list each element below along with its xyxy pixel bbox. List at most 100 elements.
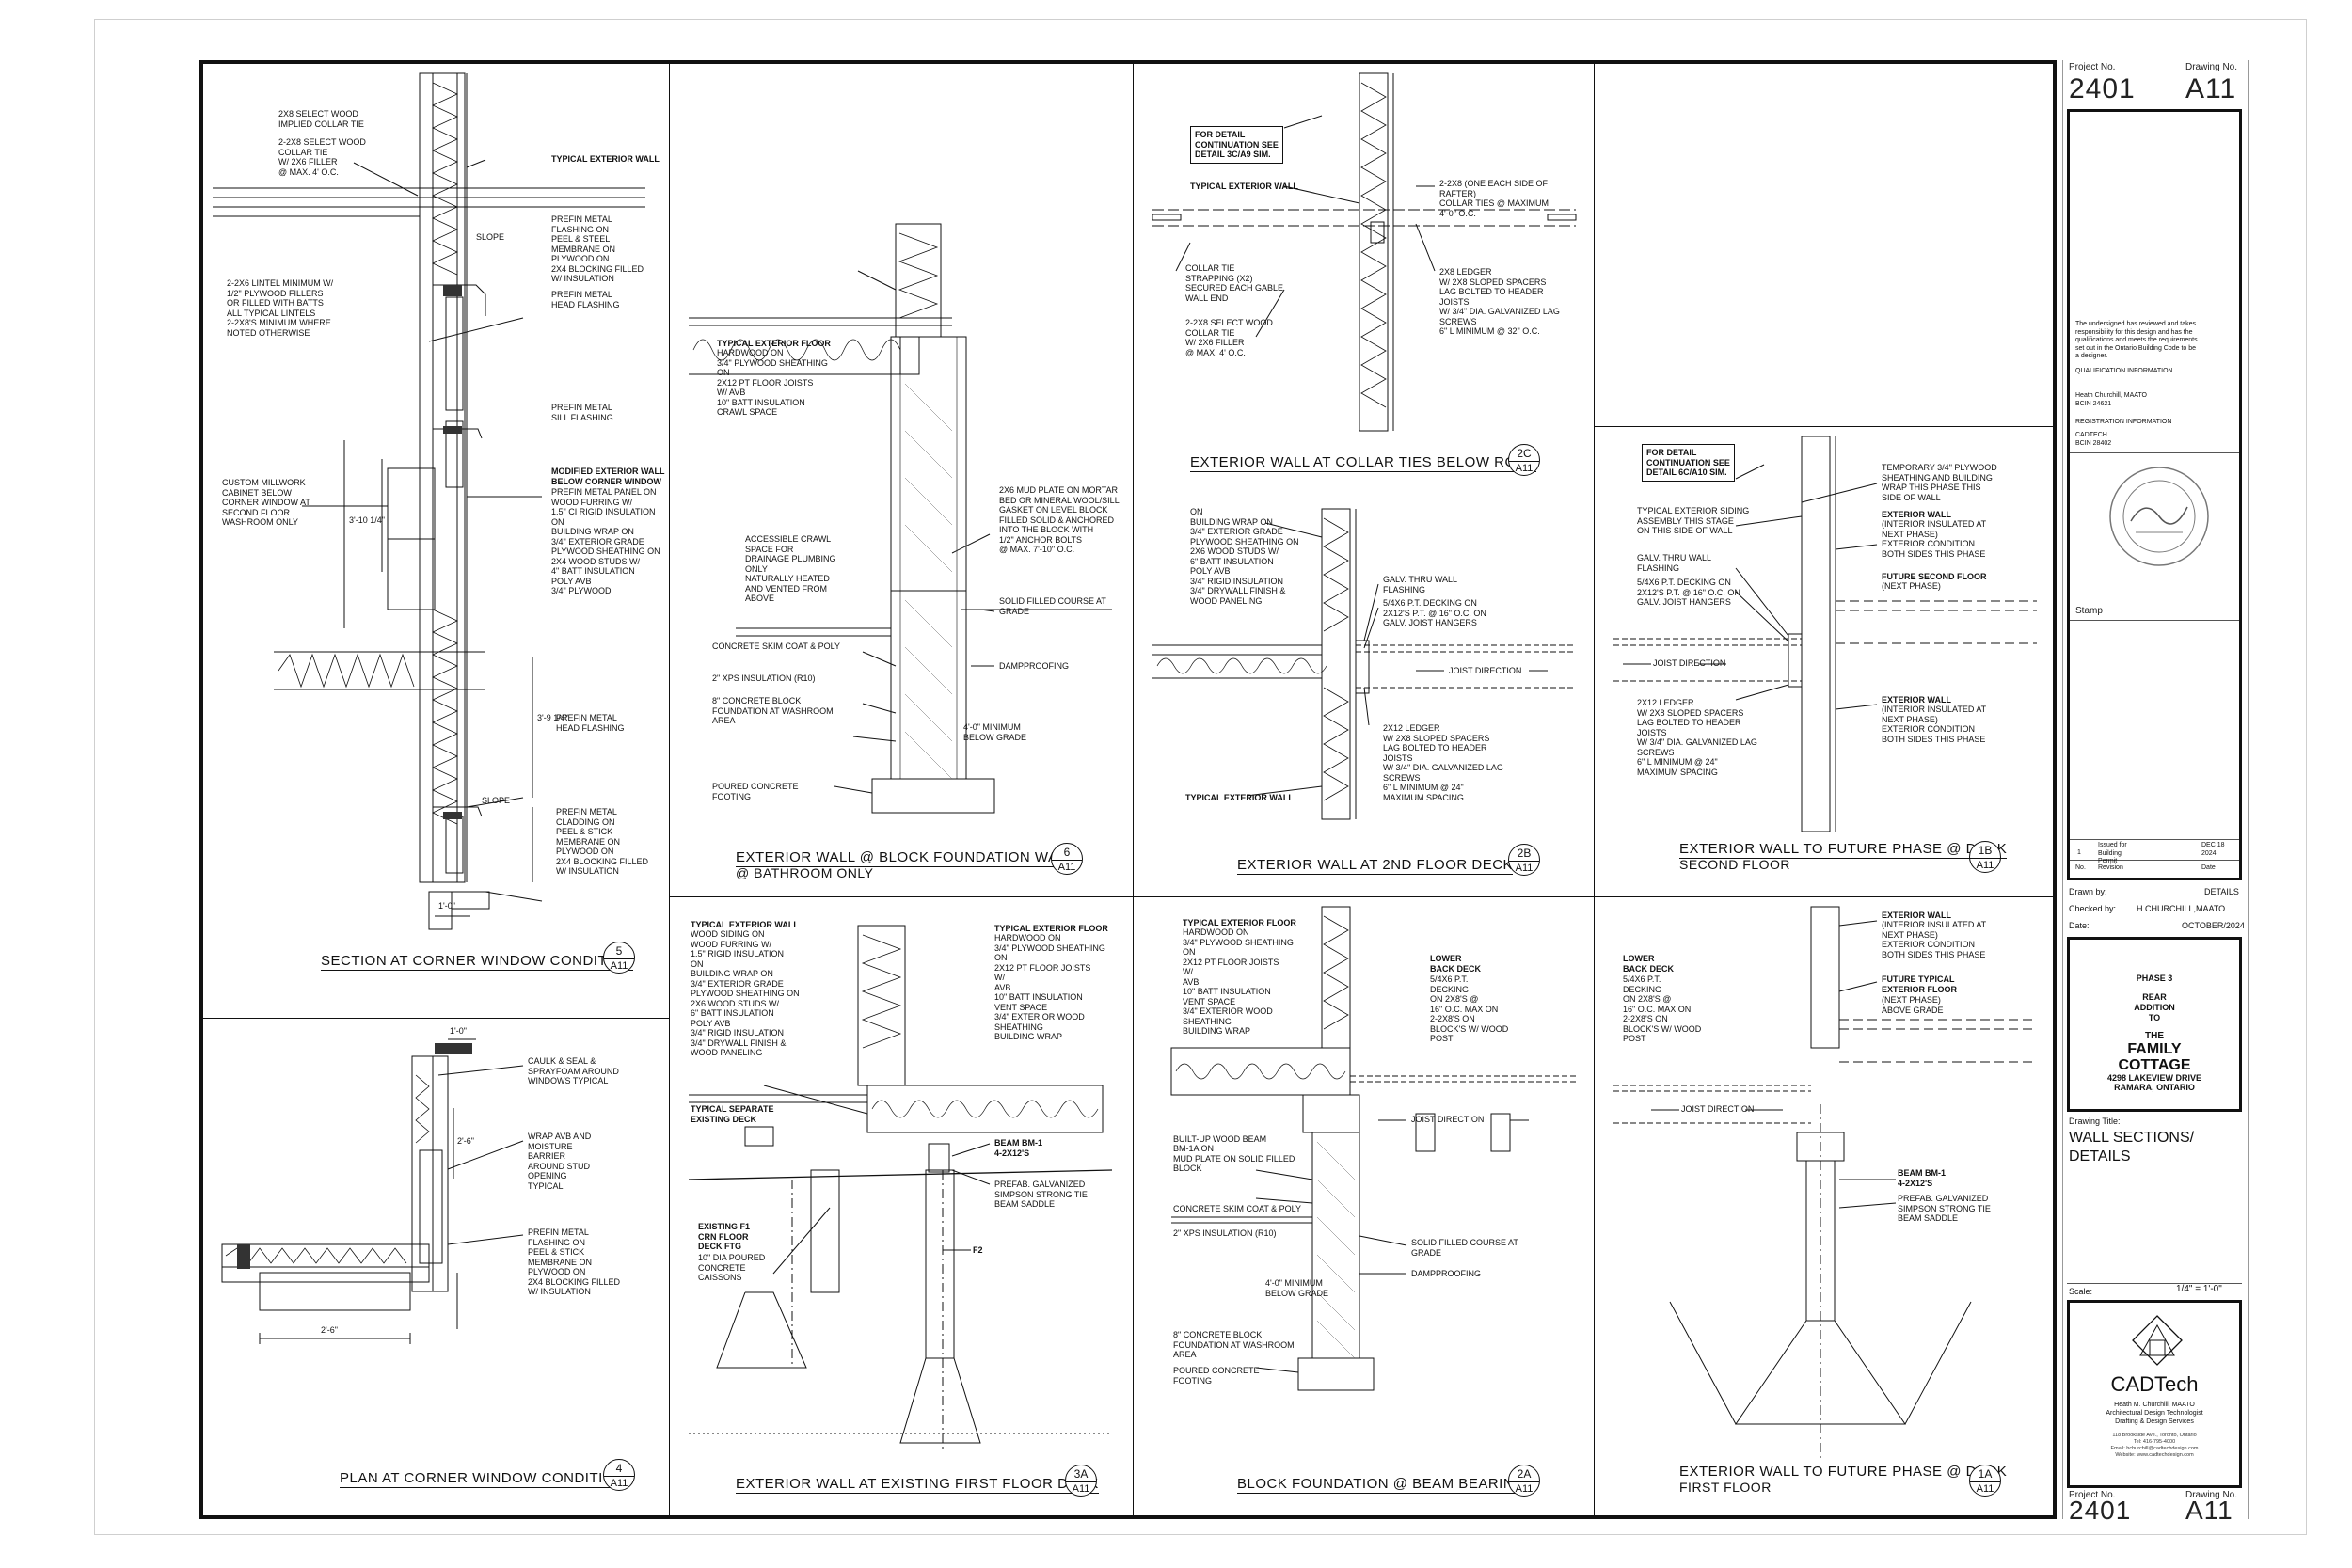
detail-4-title: PLAN AT CORNER WINDOW CONDITION (340, 1470, 626, 1488)
detail-2c-drawing (1152, 72, 1577, 432)
note-skim-coat: CONCRETE SKIM COAT & POLY (1173, 1204, 1302, 1213)
title-block: Project No. Drawing No. 2401 A11 The und… (2062, 60, 2249, 1525)
note-decking: 5/4x6 P.T. DECKING ON 2x12's P.T. @ 16" … (1637, 578, 1740, 607)
dim-1-0: 1'-0" (438, 901, 455, 911)
drawing-sheet (94, 19, 2307, 1535)
note-prefin-cladding: PREFIN METAL CLADDING ON PEEL & STICK ME… (556, 807, 649, 876)
detail-1a-future-phase-first-floor: EXTERIOR WALL (INTERIOR INSULATED AT NEX… (1595, 896, 2053, 1519)
note-typical-ext-wall-heading: TYPICAL EXTERIOR WALL (691, 920, 799, 929)
detail-6-block-foundation: TYPICAL EXTERIOR FLOOR HARDWOOD ON 3/4" … (670, 64, 1134, 896)
detail-2a-drawing (1170, 906, 1576, 1391)
detail-5-drawing (213, 72, 645, 930)
stamp-seal-icon (2109, 467, 2209, 566)
note-joist-direction: JOIST DIRECTION (1681, 1104, 1755, 1114)
note-detail-continuation-box: FOR DETAIL CONTINUATION SEE DETAIL 3C/A9… (1190, 126, 1283, 164)
note-lower-back-deck-heading: LOWER BACK DECK (1430, 954, 1481, 974)
note-collar-ties-max: 2-2x8 (ONE EACH SIDE OF RAFTER) COLLAR T… (1439, 179, 1549, 218)
note-typical-ext-wall-heading: TYPICAL EXTERIOR WALL (1185, 793, 1294, 802)
note-typical-ext-floor-heading: TYPICAL EXTERIOR FLOOR (1183, 918, 1296, 927)
note-typical-ext-floor-heading: TYPICAL EXTERIOR FLOOR (994, 924, 1108, 933)
detail-3a-title: EXTERIOR WALL AT EXISTING FIRST FLOOR DE… (736, 1476, 1099, 1494)
note-prefin-flashing: PREFIN METAL FLASHING ON PEEL & STEEL ME… (551, 214, 644, 283)
detail-5-title: SECTION AT CORNER WINDOW CONDITION (321, 953, 634, 971)
detail-2a-beam-bearing: TYPICAL EXTERIOR FLOOR HARDWOOD ON 3/4" … (1134, 896, 1595, 1519)
drawing-no-label: Drawing No. (2185, 62, 2238, 72)
project-no-label: Project No. (2069, 62, 2116, 72)
firm-info: CADTECH BCIN 28402 (2075, 432, 2112, 447)
note-concrete-block: 8" CONCRETE BLOCK FOUNDATION AT WASHROOM… (712, 696, 834, 725)
note-poured-footing: POURED CONCRETE FOOTING (712, 782, 799, 801)
note-2x12-ledger: 2x12 LEDGER W/ 2x8 SLOPED SPACERS LAG BO… (1637, 698, 1757, 777)
detail-1a-drawing (1613, 906, 2037, 1462)
note-prefin-flashing: PREFIN METAL FLASHING ON PEEL & STICK ME… (528, 1227, 621, 1296)
note-decking: 5/4x6 P.T. DECKING ON 2x12's P.T. @ 16" … (1383, 598, 1486, 627)
detail-5-section-corner-window: 2x8 SELECT WOOD IMPLIED COLLAR TIE 2-2x8… (203, 64, 670, 1018)
col-date: Date (2201, 864, 2216, 871)
note-collar-tie-strapping: COLLAR TIE STRAPPING (X2) SECURED EACH G… (1185, 263, 1284, 303)
project-line1: REAR ADDITION TO (2134, 992, 2175, 1022)
note-slope-lower: SLOPE (482, 796, 511, 805)
note-f2: F2 (973, 1245, 983, 1255)
note-beam-bm1: BEAM BM-1 4-2x12'S (994, 1138, 1042, 1158)
scale-label: Scale: (2069, 1287, 2093, 1296)
note-future-floor-heading: FUTURE TYPICAL EXTERIOR FLOOR (1882, 974, 1958, 994)
note-concrete-block: 8" CONCRETE BLOCK FOUNDATION AT WASHROOM… (1173, 1330, 1295, 1359)
note-poured-footing: POURED CONCRETE FOOTING (1173, 1366, 1260, 1386)
detail-2c-title: EXTERIOR WALL AT COLLAR TIES BELOW ROOF (1190, 454, 1537, 472)
registration-label: REGISTRATION INFORMATION (2075, 419, 2172, 425)
drawing-no-label-bottom: Drawing No. (2185, 1490, 2238, 1500)
note-slope: SLOPE (476, 232, 505, 242)
note-accessible-crawl: ACCESSIBLE CRAWL SPACE FOR DRAINAGE PLUM… (745, 534, 836, 603)
note-galv-flashing: GALV. THRU WALL FLASHING (1637, 553, 1712, 573)
project-the: THE (2145, 1031, 2164, 1041)
note-future-floor: (NEXT PHASE) ABOVE GRADE (1882, 995, 1944, 1015)
note-building-wrap: ON BUILDING WRAP ON 3/4" EXTERIOR GRADE … (1190, 507, 1299, 606)
drawing-frame: 2x8 SELECT WOOD IMPLIED COLLAR TIE 2-2x8… (199, 60, 2057, 1519)
scale-value: 1/4" = 1'-0" (2176, 1284, 2222, 1294)
checked-by-value: H.CHURCHILL,MAATO (2137, 904, 2226, 913)
note-select-wood-collar: 2-2x8 SELECT WOOD COLLAR TIE W/ 2X6 FILL… (1185, 318, 1273, 357)
project-name-2: COTTAGE (2118, 1057, 2191, 1073)
note-head-flashing-lower: PREFIN METAL HEAD FLASHING (556, 713, 625, 733)
note-collar-tie-select: 2-2x8 SELECT WOOD COLLAR TIE W/ 2X6 FILL… (278, 137, 366, 177)
note-lower-back-deck: 5/4x6 P.T. DECKING ON 2x8'S @ 16" O.C. M… (1430, 974, 1509, 1043)
project-no-label-bottom: Project No. (2069, 1490, 2116, 1500)
col-revision: Revision (2098, 864, 2123, 871)
note-separate-deck: TYPICAL SEPARATE EXISTING DECK (691, 1104, 774, 1124)
project-phase: PHASE 3 (2136, 974, 2173, 983)
note-future-second-floor-heading: FUTURE SECOND FLOOR (1882, 572, 1987, 581)
logo-box: CADTech Heath M. Churchill, MAATO Archit… (2067, 1300, 2242, 1488)
note-lower-back-deck-heading: LOWER BACK DECK (1623, 954, 1674, 974)
detail-6-drawing (689, 223, 1112, 814)
dim-3-9: 3'-9 1/4" (537, 713, 568, 722)
note-beam-bm1: BEAM BM-1 4-2x12'S (1898, 1168, 1946, 1188)
note-exterior-wall-lower-heading: EXTERIOR WALL (1882, 695, 1951, 705)
note-min-below-grade: 4'-0" MINIMUM BELOW GRADE (963, 722, 1027, 742)
note-collar-tie-implied: 2x8 SELECT WOOD IMPLIED COLLAR TIE (278, 109, 364, 129)
note-exterior-wall-heading: EXTERIOR WALL (1882, 510, 1951, 519)
project-address-1: 4298 LAKEVIEW DRIVE (2106, 1073, 2202, 1083)
logo-text: CADTech (2110, 1372, 2199, 1396)
checked-by-label: Checked by: (2069, 904, 2117, 913)
note-beam-saddle: PREFAB. GALVANIZED SIMPSON STRONG TIE BE… (994, 1180, 1088, 1209)
cadtech-logo-icon (2132, 1315, 2183, 1366)
logo-fine-print: 118 Brookside Ave., Toronto, Ontario Tel… (2110, 1433, 2199, 1458)
note-solid-filled: SOLID FILLED COURSE AT GRADE (1411, 1238, 1518, 1258)
date-label: Date: (2069, 921, 2090, 930)
note-sill-flashing: PREFIN METAL SILL FLASHING (551, 403, 613, 422)
note-lower-back-deck: 5/4x6 P.T. DECKING ON 2x8'S @ 16" O.C. M… (1623, 974, 1702, 1043)
col-no: No. (2075, 864, 2086, 871)
note-galv-flashing: GALV. THRU WALL FLASHING (1383, 575, 1458, 594)
drawing-title-label: Drawing Title: (2069, 1117, 2121, 1126)
note-typical-ext-floor-heading: TYPICAL EXTERIOR FLOOR (717, 339, 831, 348)
revision-date: DEC 18 2024 (2201, 842, 2225, 857)
note-min-below-grade: 4'-0" MINIMUM BELOW GRADE (1265, 1278, 1329, 1298)
note-exterior-wall-heading: EXTERIOR WALL (1882, 911, 1951, 920)
revision-no: 1 (2077, 849, 2081, 856)
detail-2a-title: BLOCK FOUNDATION @ BEAM BEARING (1237, 1476, 1526, 1494)
